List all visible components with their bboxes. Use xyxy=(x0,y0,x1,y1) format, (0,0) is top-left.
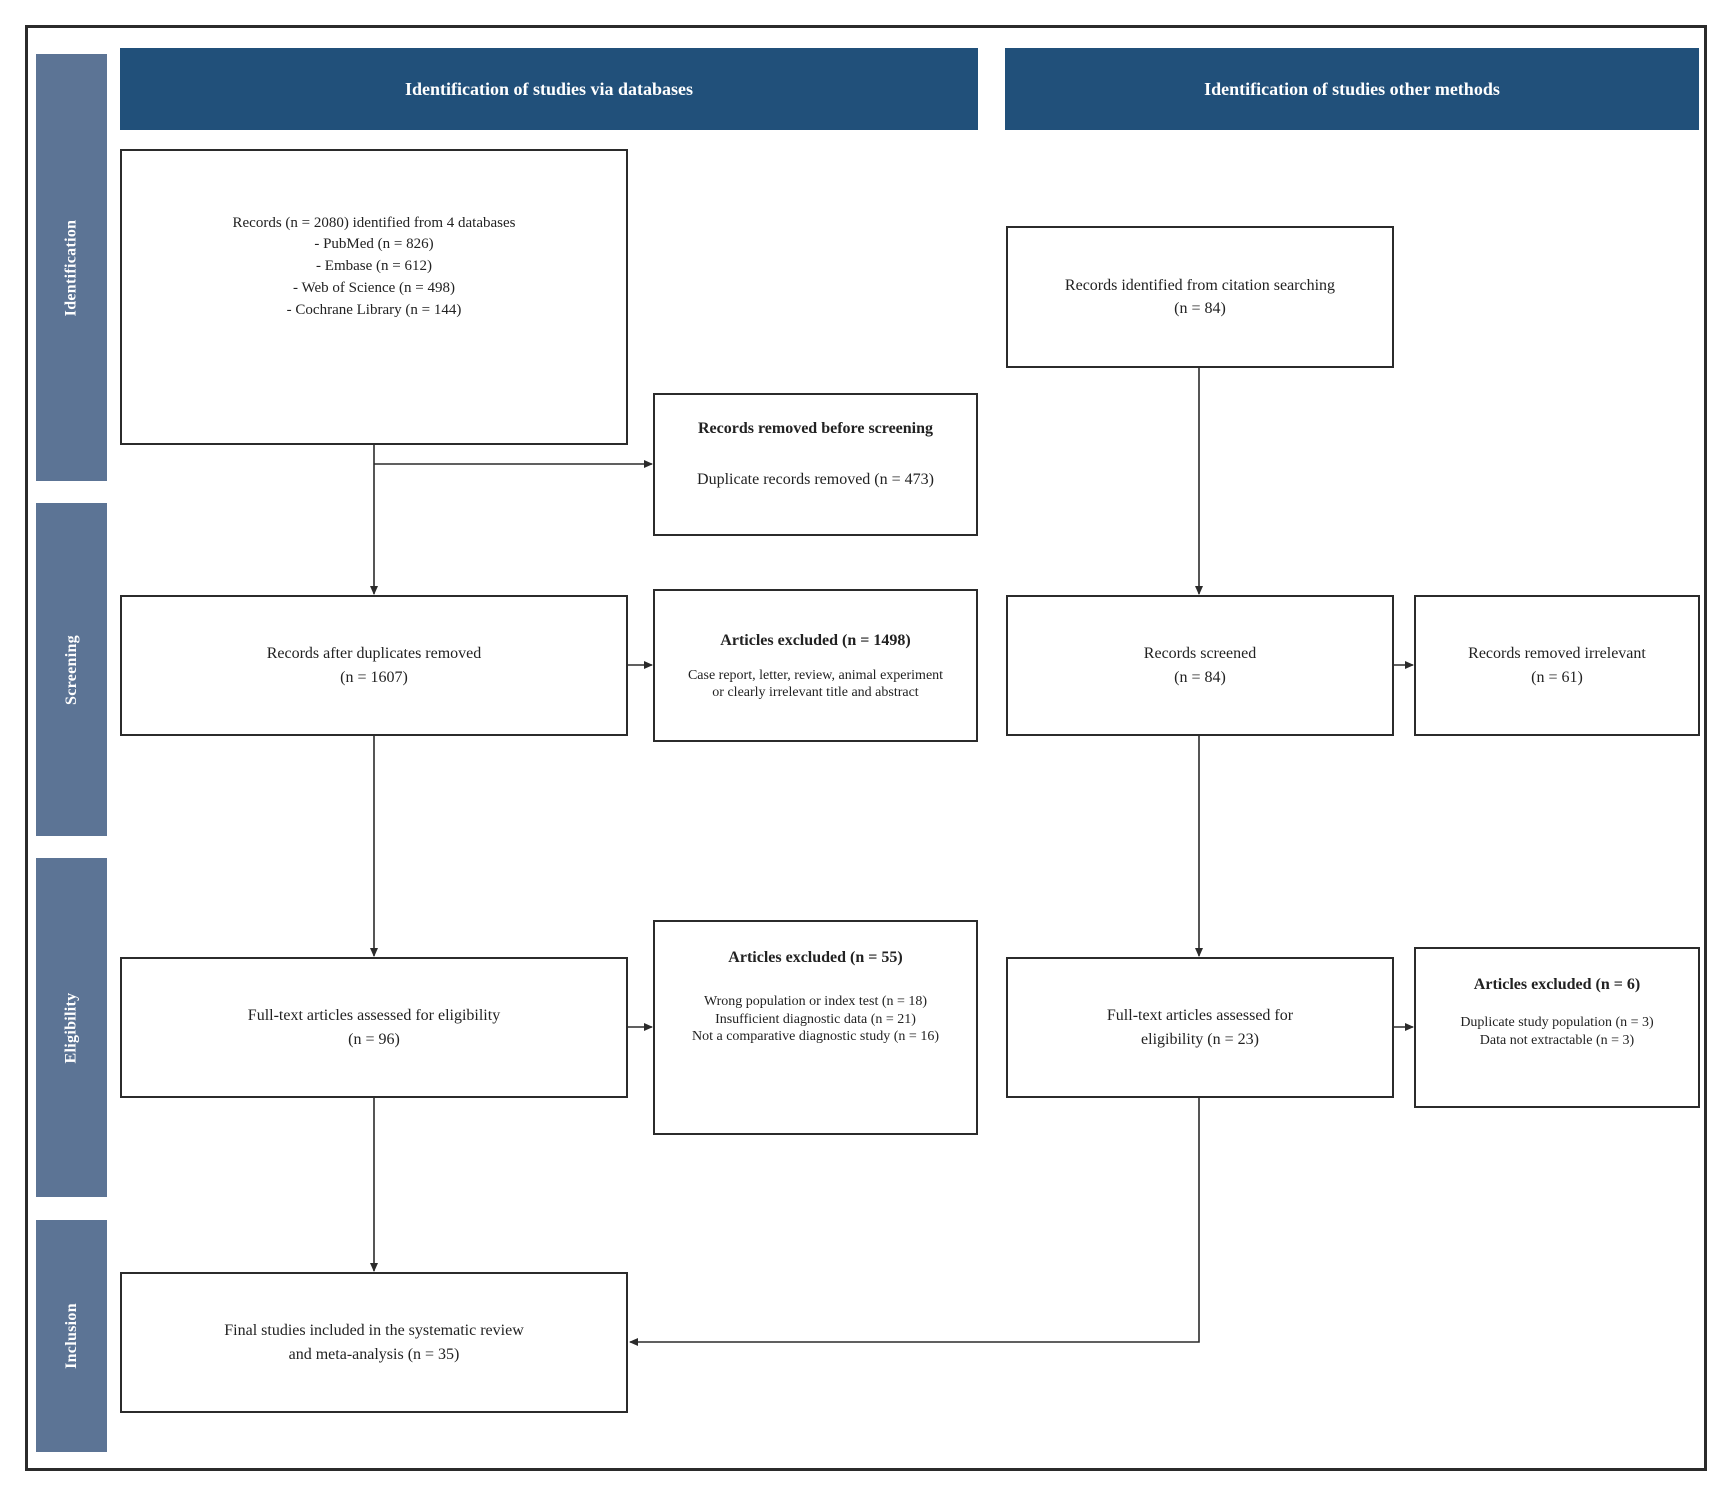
records-removed-irrelevant-label: Records removed irrelevant xyxy=(1468,645,1646,663)
fulltext-db-label: Full-text articles assessed for eligibil… xyxy=(247,1007,501,1025)
articles-excluded-other-box: Articles excluded (n = 6) Duplicate stud… xyxy=(1414,947,1700,1108)
fulltext-assessed-other-box: Full-text articles assessed for eligibil… xyxy=(1006,957,1394,1098)
citation-searching-count: (n = 84) xyxy=(1174,300,1226,317)
excluded-eligibility-reason: Not a comparative diagnostic study (n = … xyxy=(691,1029,939,1045)
stage-eligibility: Eligibility xyxy=(36,858,107,1197)
records-after-duplicates-count: (n = 1607) xyxy=(340,668,408,686)
records-identified-line: Records (n = 2080) identified from 4 dat… xyxy=(232,214,516,231)
final-included-label: Final studies included in the systematic… xyxy=(224,1322,524,1340)
citation-searching-box: Records identified from citation searchi… xyxy=(1006,226,1394,368)
records-pubmed: - PubMed (n = 826) xyxy=(314,236,434,253)
records-screened-label: Records screened xyxy=(1143,645,1257,663)
records-removed-irrelevant-box: Records removed irrelevant (n = 61) xyxy=(1414,595,1700,736)
records-after-duplicates-label: Records after duplicates removed xyxy=(266,645,482,663)
diagram-frame xyxy=(25,25,1707,1471)
records-removed-irrelevant-count: (n = 61) xyxy=(1531,668,1583,686)
duplicate-records-removed: Duplicate records removed (n = 473) xyxy=(697,471,934,489)
articles-excluded-screening-box: Articles excluded (n = 1498) Case report… xyxy=(653,589,978,742)
excluded-eligibility-reason: Wrong population or index test (n = 18) xyxy=(703,994,928,1010)
excluded-screening-reason: Case report, letter, review, animal expe… xyxy=(687,667,944,683)
excluded-other-reason: Data not extractable (n = 3) xyxy=(1479,1032,1635,1048)
fulltext-other-count: eligibility (n = 23) xyxy=(1141,1030,1259,1048)
stage-identification: Identification xyxy=(36,54,107,481)
excluded-eligibility-reason: Insufficient diagnostic data (n = 21) xyxy=(715,1011,916,1027)
excluded-other-reason: Duplicate study population (n = 3) xyxy=(1460,1015,1654,1031)
removed-before-screening-title: Records removed before screening xyxy=(697,420,934,437)
records-wos: - Web of Science (n = 498) xyxy=(293,279,455,296)
removed-before-screening-box: Records removed before screening Duplica… xyxy=(653,393,978,536)
articles-excluded-eligibility-box: Articles excluded (n = 55) Wrong populat… xyxy=(653,920,978,1135)
header-other-methods: Identification of studies other methods xyxy=(1005,48,1699,130)
records-screened-box: Records screened (n = 84) xyxy=(1006,595,1394,736)
articles-excluded-other-title: Articles excluded (n = 6) xyxy=(1473,976,1641,993)
final-included-box: Final studies included in the systematic… xyxy=(120,1272,628,1413)
articles-excluded-eligibility-title: Articles excluded (n = 55) xyxy=(728,949,903,966)
excluded-screening-reason: or clearly irrelevant title and abstract xyxy=(712,685,919,701)
fulltext-assessed-db-box: Full-text articles assessed for eligibil… xyxy=(120,957,628,1098)
records-screened-count: (n = 84) xyxy=(1174,668,1226,686)
arrow-other-fulltext-to-included xyxy=(629,1098,1200,1346)
records-after-duplicates-box: Records after duplicates removed (n = 16… xyxy=(120,595,628,736)
articles-excluded-screening-title: Articles excluded (n = 1498) xyxy=(720,632,911,650)
fulltext-other-label: Full-text articles assessed for xyxy=(1106,1007,1294,1025)
records-embase: - Embase (n = 612) xyxy=(316,258,432,275)
records-cochrane: - Cochrane Library (n = 144) xyxy=(286,301,462,318)
citation-searching-label: Records identified from citation searchi… xyxy=(1064,276,1336,294)
records-identified-box: Records (n = 2080) identified from 4 dat… xyxy=(120,149,628,445)
fulltext-db-count: (n = 96) xyxy=(348,1030,400,1048)
stage-screening: Screening xyxy=(36,503,107,836)
final-included-count: and meta-analysis (n = 35) xyxy=(288,1345,460,1363)
stage-inclusion: Inclusion xyxy=(36,1220,107,1452)
header-databases: Identification of studies via databases xyxy=(120,48,978,130)
